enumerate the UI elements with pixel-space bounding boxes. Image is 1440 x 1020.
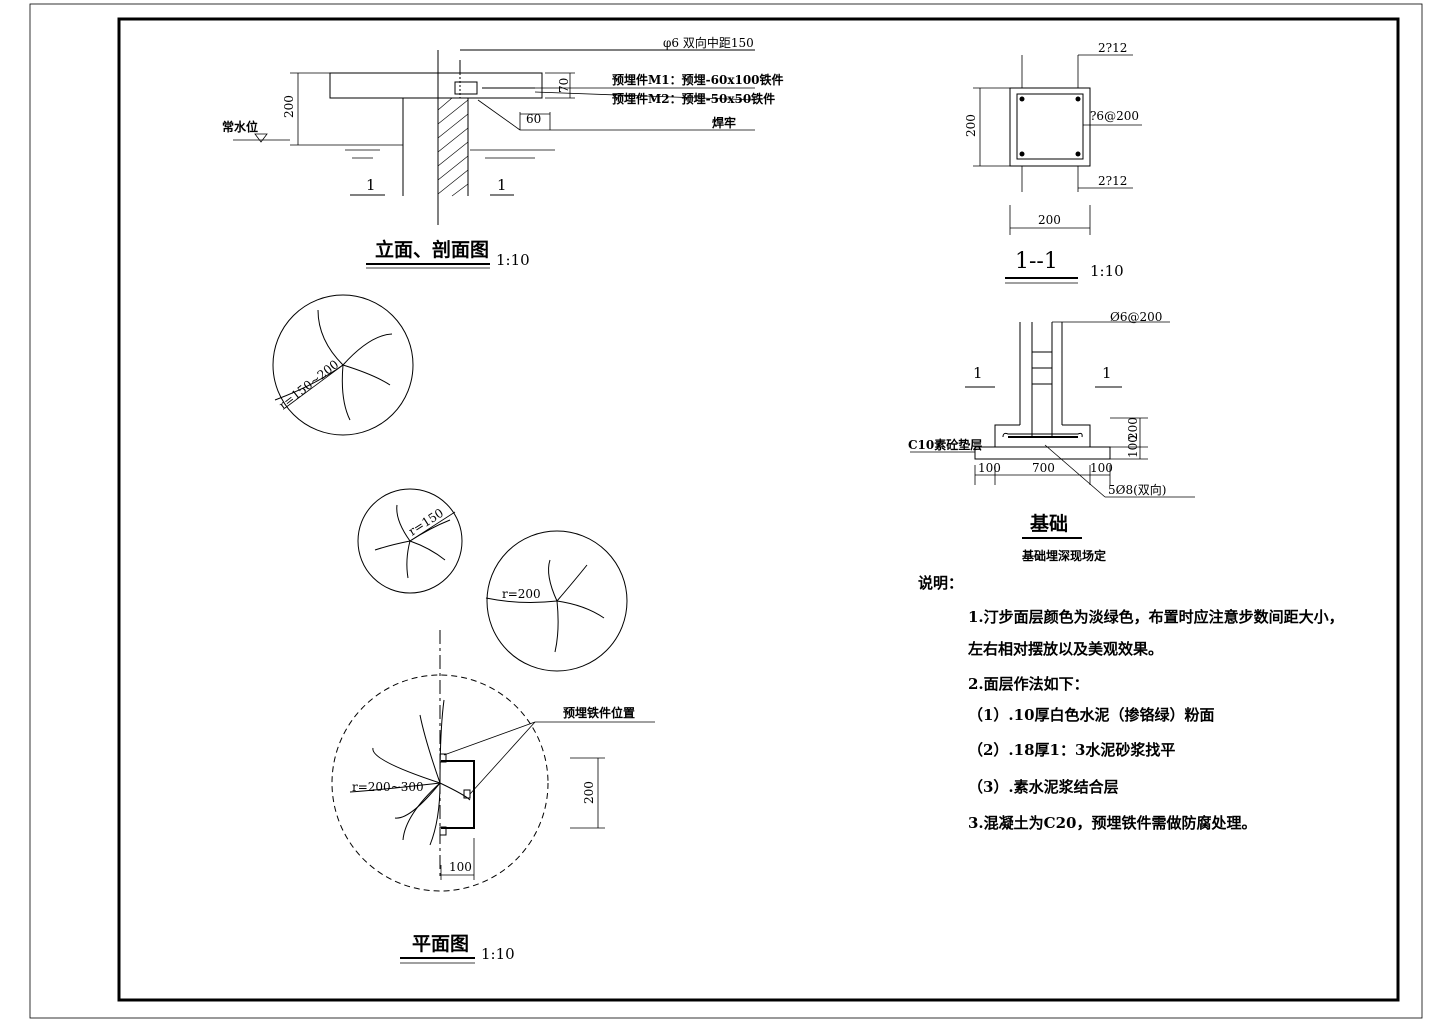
notes-line-3: 2.面层作法如下：: [968, 675, 1089, 693]
elevation-scale: 1:10: [496, 251, 530, 269]
dim-width: 200: [1038, 213, 1061, 227]
foundation-drawing: Ø6@200 1 1 C10素砼垫层 100 700 100 100 200 5…: [908, 310, 1195, 563]
embed-note-2: 预埋件M2：预埋-50x50铁件: [612, 91, 775, 106]
foundation-stirrup: Ø6@200: [1110, 310, 1162, 324]
embed-note-1: 预埋件M1：预埋-60x100铁件: [612, 72, 784, 87]
section-mark-right: 1: [497, 176, 507, 194]
plan-title: 平面图: [412, 933, 469, 955]
elevation-title: 立面、剖面图: [375, 238, 489, 261]
stepping-stone-2: r=150: [357, 488, 463, 594]
notes-line-5: （2）.18厚1：3水泥砂浆找平: [968, 741, 1175, 759]
dim-mid: 700: [1032, 461, 1055, 475]
plan-scale: 1:10: [481, 945, 515, 963]
dim-60: 60: [526, 112, 541, 126]
foundation-mark-right: 1: [1102, 364, 1112, 382]
section-1-1-drawing: 2?12 ?6@200 2?12 200 200 1--1 1:10: [964, 41, 1142, 284]
cushion-label: C10素砼垫层: [908, 437, 982, 452]
top-bars-label: 2?12: [1098, 41, 1127, 55]
section-scale: 1:10: [1090, 262, 1124, 280]
dim-height: 200: [964, 114, 978, 137]
notes-line-4: （1）.10厚白色水泥（掺铬绿）粉面: [968, 706, 1215, 724]
notes-heading: 说明：: [918, 574, 963, 592]
dim-h1: 100: [1126, 435, 1140, 458]
bottom-rebar-label: 5Ø8(双向): [1108, 482, 1166, 497]
dim-right: 100: [1090, 461, 1113, 475]
stepping-stone-1: r=150~200: [272, 294, 414, 436]
stirrup-label: ?6@200: [1090, 109, 1139, 123]
embed-position-label: 预埋铁件位置: [563, 705, 635, 720]
radius-label-1: r=150~200: [276, 357, 341, 412]
elevation-section-drawing: φ6 双向中距150 预埋件M1：预埋-60x100铁件 预埋件M2：预埋-50…: [222, 35, 784, 269]
dim-left: 100: [978, 461, 1001, 475]
inner-frame: [117, 17, 1400, 1002]
plan-dim-100: 100: [449, 860, 472, 874]
plan-dim-200: 200: [582, 781, 596, 804]
stepping-stone-4: r=200~300 预埋铁件位置 200 100: [331, 674, 655, 892]
dim-70: 70: [557, 78, 571, 93]
weld-note: 焊牢: [712, 115, 736, 130]
notes-line-6: （3）.素水泥浆结合层: [968, 778, 1119, 796]
dim-h2: 200: [1126, 417, 1140, 440]
foundation-mark-left: 1: [973, 364, 983, 382]
foundation-subtitle: 基础埋深现场定: [1021, 548, 1106, 563]
stepping-stone-3: r=200: [485, 530, 628, 672]
notes-line-2: 左右相对摆放以及美观效果。: [967, 640, 1163, 658]
water-level-label: 常水位: [222, 119, 258, 134]
rebar-note: φ6 双向中距150: [663, 35, 754, 50]
outer-border: [29, 3, 1423, 1019]
radius-label-3: r=200: [502, 587, 541, 601]
section-mark-left: 1: [366, 176, 376, 194]
dim-200: 200: [282, 95, 296, 118]
notes-block: 说明： 1.汀步面层颜色为淡绿色，布置时应注意步数间距大小， 左右相对摆放以及美…: [918, 574, 1344, 832]
foundation-title: 基础: [1029, 512, 1068, 535]
notes-line-7: 3.混凝土为C20，预埋铁件需做防腐处理。: [968, 814, 1256, 832]
notes-line-1: 1.汀步面层颜色为淡绿色，布置时应注意步数间距大小，: [968, 608, 1344, 626]
radius-label-4: r=200~300: [352, 780, 424, 794]
section-title: 1--1: [1015, 249, 1058, 274]
radius-label-2: r=150: [406, 506, 446, 539]
bottom-bars-label: 2?12: [1098, 174, 1127, 188]
